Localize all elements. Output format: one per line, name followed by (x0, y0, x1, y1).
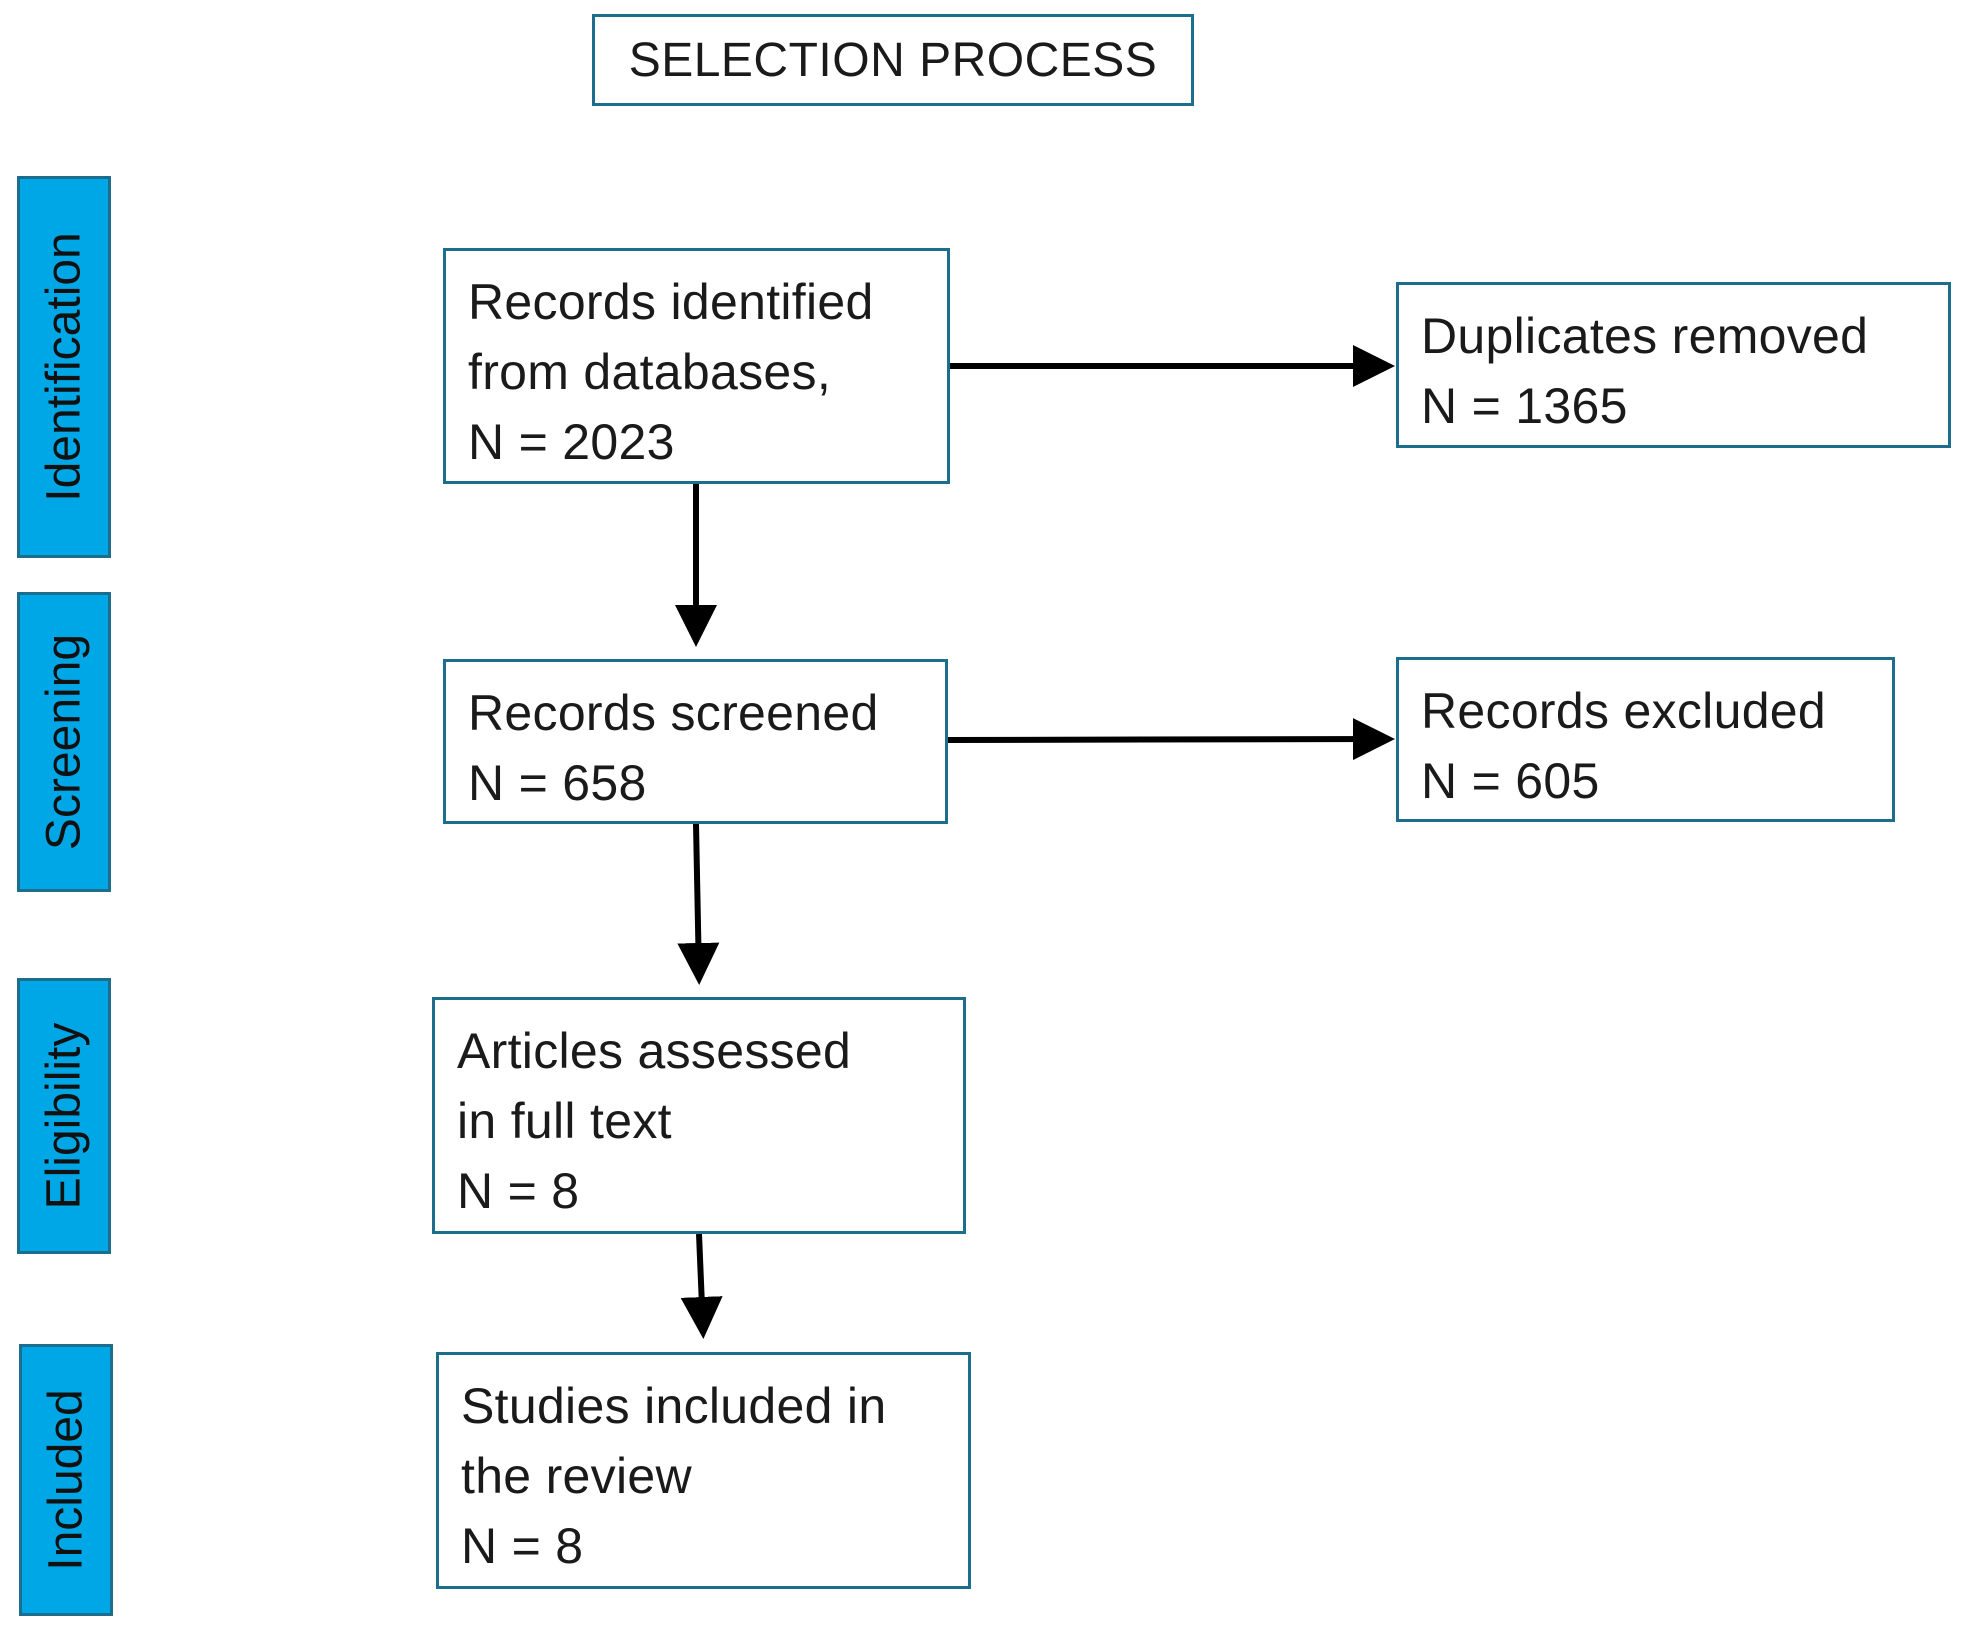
node-line: the review (461, 1448, 692, 1504)
node-line: Studies included in (461, 1378, 887, 1434)
node-line: Records excluded (1421, 683, 1827, 739)
node-line: N = 658 (468, 755, 647, 811)
arrow-assessed-to-included (680, 1233, 723, 1339)
stage-eligibility: Eligibility (17, 978, 111, 1254)
node-line: N = 8 (461, 1518, 584, 1574)
node-line: Duplicates removed (1421, 308, 1869, 364)
node-studies-included: Studies included in the review N = 8 (436, 1352, 971, 1589)
stage-screening: Screening (17, 592, 111, 892)
node-records-screened: Records screened N = 658 (443, 659, 948, 824)
stage-identification: Identification (17, 176, 111, 558)
arrow-screened-to-assessed (677, 823, 720, 985)
node-line: N = 2023 (468, 414, 675, 470)
arrow-screened-to-excluded (947, 718, 1395, 761)
node-duplicates-removed: Duplicates removed N = 1365 (1396, 282, 1951, 448)
node-line: N = 1365 (1421, 378, 1628, 434)
node-records-excluded: Records excluded N = 605 (1396, 657, 1895, 822)
node-line: from databases, (468, 344, 832, 400)
stage-included: Included (19, 1344, 113, 1616)
node-line: N = 605 (1421, 753, 1600, 809)
node-line: Records identified (468, 274, 874, 330)
node-line: N = 8 (457, 1163, 580, 1219)
node-records-identified: Records identified from databases, N = 2… (443, 248, 950, 484)
diagram-title: SELECTION PROCESS (592, 14, 1194, 106)
node-line: Records screened (468, 685, 879, 741)
node-line: in full text (457, 1093, 672, 1149)
node-line: Articles assessed (457, 1023, 852, 1079)
node-articles-assessed: Articles assessed in full text N = 8 (432, 997, 966, 1234)
